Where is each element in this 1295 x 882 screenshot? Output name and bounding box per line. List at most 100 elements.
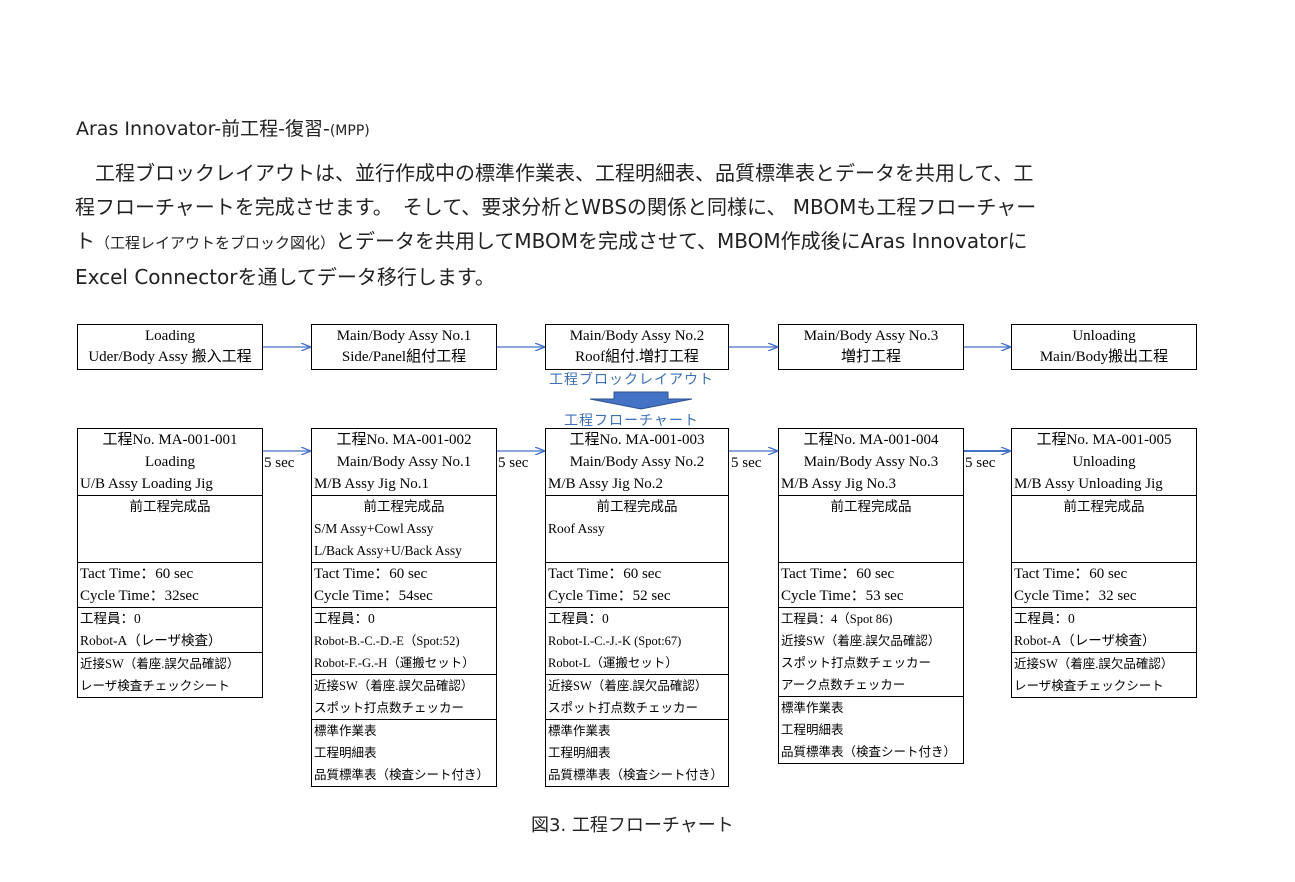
input-item: Roof Assy	[548, 521, 605, 536]
layout-block-unloading: Unloading Main/Body搬出工程	[1011, 324, 1197, 370]
cycle-time: Cycle Time：32sec	[80, 588, 199, 604]
workers: 工程員：0	[314, 611, 375, 626]
tact-time: Tact Time：60 sec	[314, 566, 428, 582]
check-item: 近接SW（着座.誤欠品確認）	[1014, 657, 1174, 671]
process-card-3: 工程No. MA-001-003 Main/Body Assy No.2 M/B…	[545, 428, 729, 787]
process-times: Tact Time：60 sec Cycle Time：54sec	[311, 562, 497, 608]
input-item	[779, 540, 963, 562]
paragraph-line-3-part-a: ト	[75, 229, 95, 253]
check-item: 近接SW（着座.誤欠品確認）	[80, 657, 240, 671]
check-item: 近接SW（着座.誤欠品確認）	[781, 634, 941, 648]
input-item	[779, 518, 963, 540]
process-number: 工程No. MA-001-005	[1036, 432, 1172, 448]
cycle-time: Cycle Time：52 sec	[548, 588, 671, 604]
process-inputs: 前工程完成品 S/M Assy+Cowl Assy L/Back Assy+U/…	[311, 495, 497, 563]
process-docs: 標準作業表 工程明細表 品質標準表（検査シート付き）	[545, 719, 729, 787]
process-resources: 工程員：0 Robot-A（レーザ検査）	[77, 607, 263, 653]
page-heading: Aras Innovator-前工程-復習-(MPP)	[76, 114, 370, 141]
process-header: 工程No. MA-001-003 Main/Body Assy No.2 M/B…	[545, 428, 729, 496]
label-flowchart: 工程フローチャート	[564, 413, 699, 429]
check-item: 近接SW（着座.誤欠品確認）	[548, 679, 708, 693]
check-item: スポット打点数チェッカー	[314, 701, 465, 715]
check-item: 近接SW（着座.誤欠品確認）	[314, 679, 474, 693]
process-checks: 近接SW（着座.誤欠品確認） スポット打点数チェッカー	[311, 674, 497, 720]
layout-block-subtitle: 増打工程	[840, 349, 901, 365]
tact-time: Tact Time：60 sec	[781, 566, 895, 582]
doc-item: 標準作業表	[781, 701, 844, 715]
process-times: Tact Time：60 sec Cycle Time：52 sec	[545, 562, 729, 608]
description-paragraph: 工程ブロックレイアウトは、並行作成中の標準作業表、工程明細表、品質標準表とデータ…	[75, 156, 1225, 294]
tact-time: Tact Time：60 sec	[1014, 566, 1128, 582]
input-item	[546, 540, 728, 562]
process-docs: 標準作業表 工程明細表 品質標準表（検査シート付き）	[311, 719, 497, 787]
layout-block-subtitle: Main/Body搬出工程	[1039, 349, 1169, 365]
tact-time: Tact Time：60 sec	[548, 566, 662, 582]
process-header: 工程No. MA-001-001 Loading U/B Assy Loadin…	[77, 428, 263, 496]
doc-item: 標準作業表	[548, 724, 611, 738]
label-block-layout: 工程ブロックレイアウト	[549, 372, 714, 388]
process-resources: 工程員：0 Robot-B.-C.-D.-E（Spot:52) Robot-F.…	[311, 607, 497, 675]
heading-suffix: (MPP)	[329, 123, 370, 139]
robot-item: Robot-I.-C.-J.-K (Spot:67)	[548, 634, 682, 648]
figure-caption: 図3. 工程フローチャート	[531, 815, 734, 836]
cycle-time: Cycle Time：53 sec	[781, 588, 904, 604]
layout-block-loading: Loading Uder/Body Assy 搬入工程	[77, 324, 263, 370]
paragraph-line-2: 程フローチャートを完成させます。 そして、要求分析とWBSの関係と同様に、 MB…	[75, 195, 1037, 219]
process-jig: M/B Assy Jig No.1	[314, 476, 430, 492]
process-header: 工程No. MA-001-002 Main/Body Assy No.1 M/B…	[311, 428, 497, 496]
timing-label-1: 5 sec	[264, 455, 295, 471]
input-item: L/Back Assy+U/Back Assy	[314, 543, 462, 558]
workers: 工程員：4（Spot 86)	[781, 612, 893, 626]
doc-item: 工程明細表	[314, 746, 377, 760]
process-resources: 工程員：4（Spot 86) 近接SW（着座.誤欠品確認） スポット打点数チェッ…	[778, 607, 964, 697]
robot-item: Robot-A（レーザ検査）	[80, 633, 222, 648]
timing-label-2: 5 sec	[498, 455, 529, 471]
doc-item: 品質標準表（検査シート付き）	[781, 745, 957, 759]
workers: 工程員：0	[1014, 611, 1075, 626]
cycle-time: Cycle Time：54sec	[314, 588, 433, 604]
process-name: Main/Body Assy No.2	[569, 454, 705, 470]
paragraph-line-3-part-b: （工程レイアウトをブロック図化）	[95, 234, 336, 252]
process-inputs: 前工程完成品	[1011, 495, 1197, 563]
heading-main: Aras Innovator-前工程-復習-	[76, 118, 330, 140]
timing-label-3: 5 sec	[731, 455, 762, 471]
doc-item: 工程明細表	[781, 723, 844, 737]
process-resources: 工程員：0 Robot-I.-C.-J.-K (Spot:67) Robot-L…	[545, 607, 729, 675]
input-header: 前工程完成品	[596, 499, 678, 514]
process-checks: 近接SW（着座.誤欠品確認） スポット打点数チェッカー	[545, 674, 729, 720]
process-number: 工程No. MA-001-002	[336, 432, 472, 448]
process-header: 工程No. MA-001-005 Unloading M/B Assy Unlo…	[1011, 428, 1197, 496]
paragraph-line-3: ト（工程レイアウトをブロック図化）とデータを共用してMBOMを完成させて、MBO…	[75, 224, 1225, 260]
robot-item: Robot-A（レーザ検査）	[1014, 633, 1156, 648]
layout-block-title: Main/Body Assy No.3	[803, 328, 939, 344]
layout-block-subtitle: Roof組付.増打工程	[575, 349, 699, 365]
process-inputs: 前工程完成品 Roof Assy	[545, 495, 729, 563]
process-checks: 近接SW（着座.誤欠品確認） レーザ検査チェックシート	[77, 652, 263, 698]
input-header: 前工程完成品	[1063, 499, 1145, 514]
layout-block-main-body-1: Main/Body Assy No.1 Side/Panel組付工程	[311, 324, 497, 370]
doc-item: 品質標準表（検査シート付き）	[314, 768, 490, 782]
paragraph-line-1: 工程ブロックレイアウトは、並行作成中の標準作業表、工程明細表、品質標準表とデータ…	[75, 161, 1034, 185]
input-item	[1012, 518, 1196, 540]
tact-time: Tact Time：60 sec	[80, 566, 194, 582]
input-item	[1012, 540, 1196, 562]
process-checks: 近接SW（着座.誤欠品確認） レーザ検査チェックシート	[1011, 652, 1197, 698]
process-name: Main/Body Assy No.3	[803, 454, 939, 470]
process-jig: M/B Assy Jig No.2	[548, 476, 664, 492]
layout-block-title: Main/Body Assy No.1	[336, 328, 472, 344]
process-times: Tact Time：60 sec Cycle Time：53 sec	[778, 562, 964, 608]
process-card-5: 工程No. MA-001-005 Unloading M/B Assy Unlo…	[1011, 428, 1197, 698]
input-item	[78, 518, 262, 540]
input-header: 前工程完成品	[830, 499, 912, 514]
check-item: スポット打点数チェッカー	[781, 656, 932, 670]
process-number: 工程No. MA-001-004	[803, 432, 939, 448]
layout-block-title: Loading	[145, 328, 195, 344]
cycle-time: Cycle Time：32 sec	[1014, 588, 1137, 604]
process-name: Main/Body Assy No.1	[336, 454, 472, 470]
check-item: レーザ検査チェックシート	[80, 679, 230, 693]
transition-down-arrow	[589, 391, 693, 410]
process-docs: 標準作業表 工程明細表 品質標準表（検査シート付き）	[778, 696, 964, 764]
process-card-2: 工程No. MA-001-002 Main/Body Assy No.1 M/B…	[311, 428, 497, 787]
process-name: Unloading	[1072, 454, 1136, 470]
check-item: スポット打点数チェッカー	[548, 701, 699, 715]
